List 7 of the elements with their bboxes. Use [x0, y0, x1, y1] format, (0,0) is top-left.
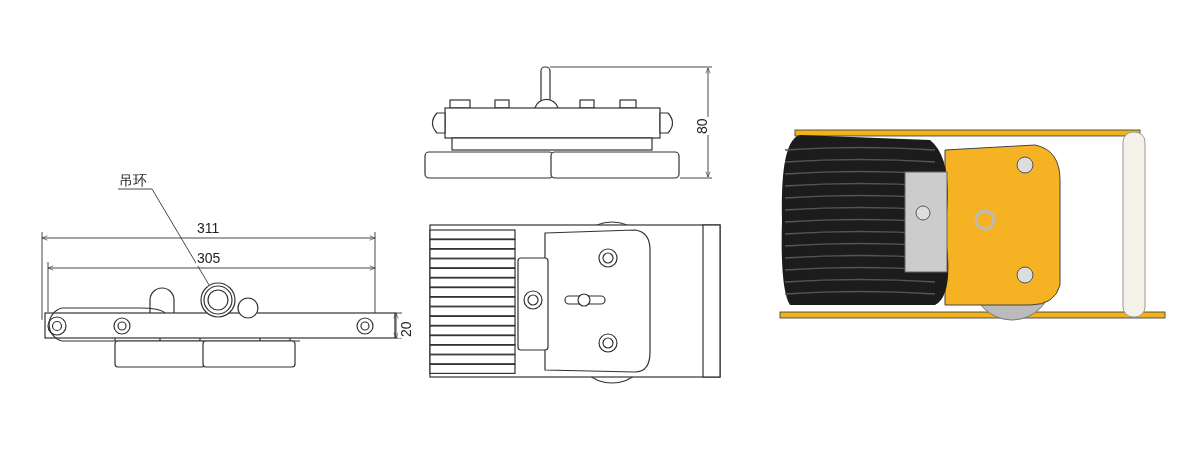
dimension-value: 305 [196, 250, 222, 266]
dimension-value: 80 [694, 117, 710, 135]
lifting-ring [200, 282, 236, 318]
dimension-value: 20 [398, 320, 414, 338]
part-label: 吊环 [118, 172, 148, 188]
dimension-value: 311 [196, 220, 221, 236]
leader-line [117, 188, 210, 286]
